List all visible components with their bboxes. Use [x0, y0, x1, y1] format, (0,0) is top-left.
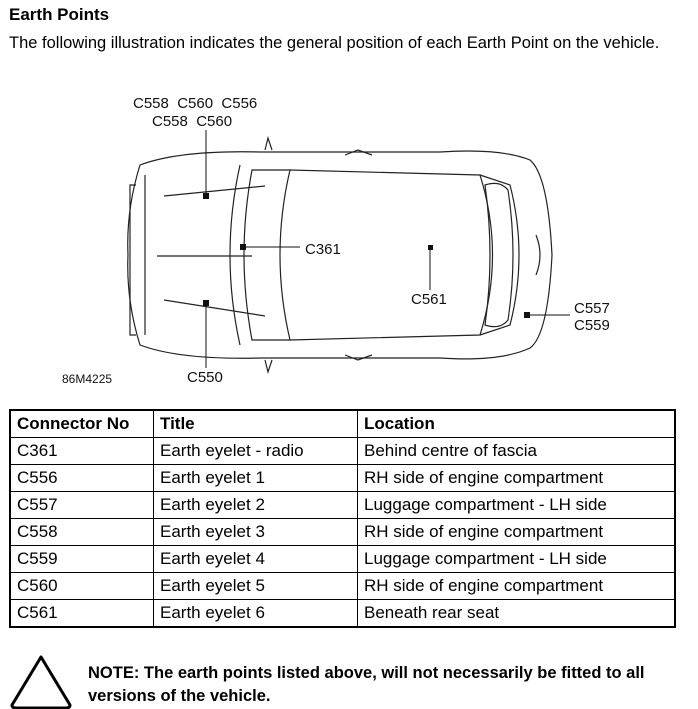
car-outline — [127, 135, 553, 375]
cell-title: Earth eyelet 2 — [153, 491, 358, 519]
label-c559: C559 — [574, 317, 610, 334]
col-header-connector: Connector No — [9, 409, 154, 438]
earth-point-c557-c559 — [524, 312, 530, 318]
figure-id: 86M4225 — [62, 372, 112, 386]
earth-point-c361 — [240, 244, 246, 250]
cell-connector: C560 — [9, 572, 154, 600]
warning-triangle-icon — [10, 655, 72, 709]
label-c557: C557 — [574, 300, 610, 317]
cell-location: RH side of engine compartment — [357, 572, 676, 600]
earth-point-markers — [203, 130, 570, 368]
label-top-row2: C558 C560 — [152, 113, 232, 130]
cell-location: RH side of engine compartment — [357, 518, 676, 546]
label-c550: C550 — [187, 369, 223, 386]
cell-connector: C561 — [9, 599, 154, 628]
cell-title: Earth eyelet 5 — [153, 572, 358, 600]
cell-title: Earth eyelet 1 — [153, 464, 358, 492]
table-header-row: Connector No Title Location — [9, 409, 676, 438]
earth-point-c561 — [428, 245, 433, 250]
cell-location: Beneath rear seat — [357, 599, 676, 628]
cell-title: Earth eyelet 6 — [153, 599, 358, 628]
cell-title: Earth eyelet 4 — [153, 545, 358, 573]
cell-connector: C361 — [9, 437, 154, 465]
label-c561: C561 — [411, 291, 447, 308]
label-top-row1: C558 C560 C556 — [133, 95, 257, 112]
intro-text: The following illustration indicates the… — [9, 34, 660, 52]
cell-location: Behind centre of fascia — [357, 437, 676, 465]
earth-point-c550 — [203, 300, 209, 306]
cell-title: Earth eyelet - radio — [153, 437, 358, 465]
car-earth-points-diagram: C558 C560 C556 C558 C560 C361 C561 C550 … — [62, 95, 610, 386]
cell-location: Luggage compartment - LH side — [357, 491, 676, 519]
cell-connector: C557 — [9, 491, 154, 519]
earth-point-c558-c560-c556 — [203, 193, 209, 199]
col-header-title: Title — [153, 409, 358, 438]
label-c361: C361 — [305, 241, 341, 258]
cell-connector: C559 — [9, 545, 154, 573]
cell-connector: C558 — [9, 518, 154, 546]
page-title: Earth Points — [9, 5, 110, 24]
note-text: NOTE: The earth points listed above, wil… — [88, 664, 645, 705]
cell-location: Luggage compartment - LH side — [357, 545, 676, 573]
cell-connector: C556 — [9, 464, 154, 492]
cell-location: RH side of engine compartment — [357, 464, 676, 492]
col-header-location: Location — [357, 409, 676, 438]
cell-title: Earth eyelet 3 — [153, 518, 358, 546]
